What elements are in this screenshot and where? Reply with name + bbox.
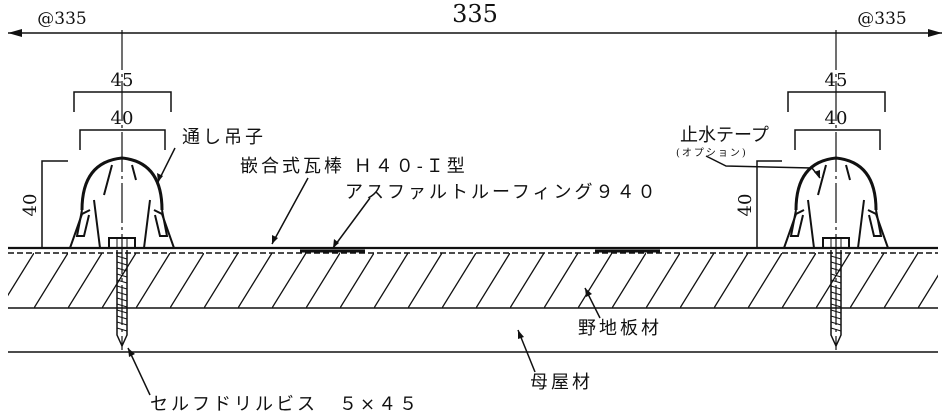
width-dimensions-left: 45 40 — [73, 70, 172, 150]
batten-label: 嵌合式瓦棒 Ｈ４０-Ｉ型 — [240, 156, 468, 177]
height-dimension-left: 40 — [20, 160, 68, 248]
sheathing-board — [8, 253, 938, 308]
outer-width-right: 45 — [825, 70, 848, 91]
height-left: 40 — [20, 194, 41, 217]
sealing-tape-note: (オプション) — [676, 147, 748, 159]
roofing-label: アスファルトルーフィング９４０ — [345, 182, 659, 203]
roof-layers — [8, 246, 938, 353]
pitch-right-label: @335 — [857, 9, 906, 29]
leader-arrows — [128, 170, 820, 357]
pitch-left-label: @335 — [37, 9, 86, 29]
sealing-tape-label: 止水テープ — [680, 125, 769, 146]
purlin-label: 母屋材 — [530, 372, 593, 393]
height-dimension-right: 40 — [735, 160, 782, 248]
span-dimension: 335 @335 @335 — [8, 0, 942, 37]
span-label: 335 — [452, 0, 498, 28]
height-right: 40 — [735, 194, 756, 217]
clip-label: 通し吊子 — [182, 127, 266, 148]
outer-width-left: 45 — [111, 70, 134, 91]
sheathing-label: 野地板材 — [578, 318, 662, 339]
screw-label: セルフドリルビス ５×４５ — [150, 394, 420, 415]
